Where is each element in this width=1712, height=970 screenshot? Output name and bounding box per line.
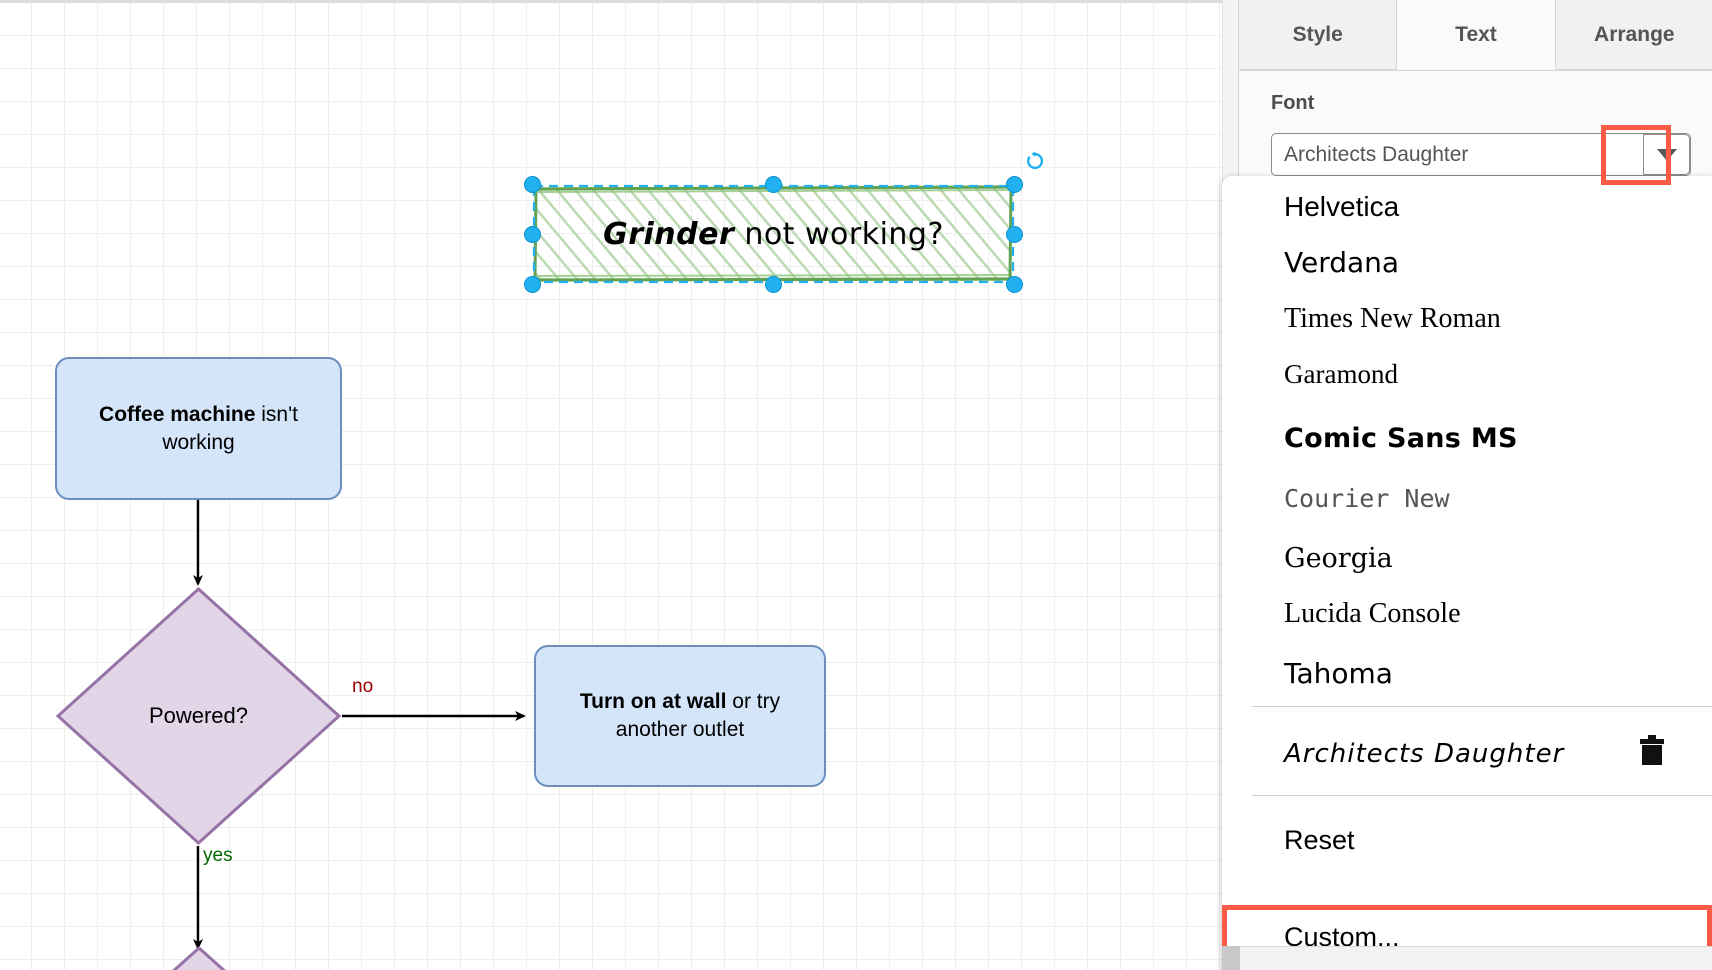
chevron-down-icon	[1656, 148, 1677, 161]
menu-item-comic-sans-ms[interactable]: Comic Sans MS	[1222, 408, 1712, 469]
resize-handle-w[interactable]	[524, 226, 541, 243]
menu-item-garamond[interactable]: Garamond	[1222, 344, 1712, 405]
rotate-icon[interactable]	[1024, 150, 1046, 172]
edge-label-yes[interactable]: yes	[203, 845, 233, 866]
selected-shape-bold: Grinder	[603, 216, 735, 252]
menu-item-georgia-label: Georgia	[1284, 543, 1393, 574]
font-input[interactable]: Architects Daughter	[1271, 133, 1691, 176]
flow-node-next-decision-partial[interactable]	[110, 946, 288, 970]
flow-node-coffee-machine[interactable]: Coffee machine isn't working	[55, 357, 342, 500]
menu-item-times-new-roman[interactable]: Times New Roman	[1222, 288, 1712, 349]
edge-label-no[interactable]: no	[352, 676, 374, 697]
tab-style-label: Style	[1292, 22, 1343, 46]
panel-horizontal-scrollbar-thumb[interactable]	[1222, 946, 1240, 970]
tab-arrange[interactable]: Arrange	[1555, 0, 1712, 70]
menu-item-garamond-label: Garamond	[1284, 359, 1398, 389]
resize-handle-ne[interactable]	[1006, 176, 1023, 193]
menu-item-georgia[interactable]: Georgia	[1222, 528, 1712, 589]
selected-shape-grinder[interactable]: Grinder not working?	[532, 184, 1015, 284]
menu-item-courier-new[interactable]: Courier New	[1222, 468, 1712, 529]
flow-node-turn-on-at-wall-label: Turn on at wall or try another outlet	[546, 688, 814, 743]
menu-item-times-new-roman-label: Times New Roman	[1284, 302, 1501, 334]
resize-handle-n[interactable]	[765, 176, 782, 193]
menu-item-reset-label: Reset	[1284, 824, 1355, 855]
flow-node-turn-on-at-wall[interactable]: Turn on at wall or try another outlet	[534, 645, 826, 787]
menu-item-reset[interactable]: Reset	[1222, 805, 1712, 875]
flow-node-turn-on-at-wall-bold: Turn on at wall	[579, 690, 727, 714]
font-dropdown-menu[interactable]: Helvetica Verdana Times New Roman Garamo…	[1222, 176, 1712, 970]
resize-handle-e[interactable]	[1006, 226, 1023, 243]
flow-node-powered-label: Powered?	[148, 703, 249, 728]
font-dropdown-button[interactable]	[1643, 134, 1690, 175]
diagram-canvas[interactable]: Coffee machine isn't working Powered? Tu…	[0, 0, 1222, 970]
selected-shape-rest: not working?	[734, 216, 944, 252]
font-input-row: Architects Daughter	[1271, 133, 1691, 176]
flow-node-coffee-machine-label: Coffee machine isn't working	[67, 401, 330, 456]
resize-handle-nw[interactable]	[524, 176, 541, 193]
menu-item-tahoma[interactable]: Tahoma	[1222, 643, 1712, 704]
resize-handle-sw[interactable]	[524, 276, 541, 293]
menu-item-architects-daughter-label: Architects Daughter	[1284, 739, 1565, 769]
menu-item-helvetica-label: Helvetica	[1284, 190, 1400, 222]
format-panel-tabs: Style Text Arrange	[1239, 0, 1712, 71]
flow-node-coffee-machine-rest: isn't working	[162, 402, 298, 454]
flow-node-coffee-machine-bold: Coffee machine	[99, 402, 256, 426]
resize-handle-se[interactable]	[1006, 276, 1023, 293]
panel-horizontal-scrollbar-track[interactable]	[1240, 946, 1712, 970]
menu-separator-2	[1252, 795, 1712, 796]
canvas-top-edge	[0, 0, 1222, 3]
tab-text[interactable]: Text	[1397, 0, 1556, 70]
menu-item-lucida-console-label: Lucida Console	[1284, 597, 1461, 629]
menu-item-lucida-console[interactable]: Lucida Console	[1222, 583, 1712, 644]
tab-text-label: Text	[1455, 22, 1497, 46]
tab-arrange-label: Arrange	[1594, 22, 1675, 46]
font-section-label: Font	[1271, 92, 1315, 114]
menu-item-tahoma-label: Tahoma	[1284, 657, 1393, 690]
menu-item-architects-daughter[interactable]: Architects Daughter	[1222, 716, 1712, 792]
menu-item-verdana[interactable]: Verdana	[1222, 232, 1712, 293]
menu-item-verdana-label: Verdana	[1284, 246, 1400, 279]
flow-node-powered[interactable]: Powered?	[55, 586, 342, 846]
diamond-shape	[55, 586, 342, 846]
diamond-shape-partial	[172, 946, 226, 970]
trash-icon[interactable]	[1638, 735, 1666, 765]
selected-shape-label: Grinder not working?	[532, 184, 1015, 284]
flow-node-turn-on-at-wall-rest: or try another outlet	[615, 690, 781, 741]
menu-item-helvetica[interactable]: Helvetica	[1222, 176, 1712, 237]
menu-item-comic-sans-ms-label: Comic Sans MS	[1284, 423, 1518, 454]
menu-item-courier-new-label: Courier New	[1284, 484, 1450, 513]
resize-handle-s[interactable]	[765, 276, 782, 293]
tab-style[interactable]: Style	[1239, 0, 1398, 70]
menu-separator-1	[1252, 706, 1712, 707]
